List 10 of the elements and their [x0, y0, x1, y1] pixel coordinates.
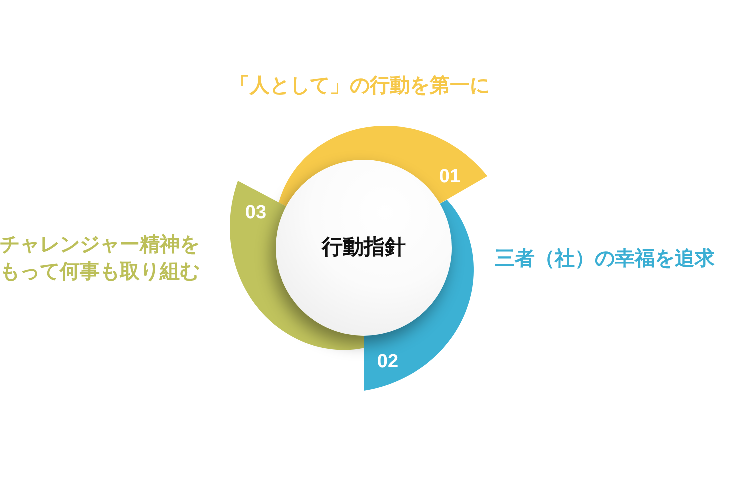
segment-caption: チャレンジャー精神をもって何事も取り組む — [0, 231, 201, 285]
segment-number: 02 — [377, 352, 399, 372]
segment-caption: 三者（社）の幸福を追求 — [495, 245, 715, 272]
segment-number: 03 — [245, 203, 267, 222]
segment-caption: 「人として」の行動を第一に — [230, 72, 490, 99]
arc-segment — [279, 126, 488, 207]
arc-segment — [364, 200, 474, 391]
center-label: 行動指針 — [322, 235, 406, 261]
arc-segment — [230, 180, 364, 350]
segment-number: 01 — [439, 167, 461, 186]
